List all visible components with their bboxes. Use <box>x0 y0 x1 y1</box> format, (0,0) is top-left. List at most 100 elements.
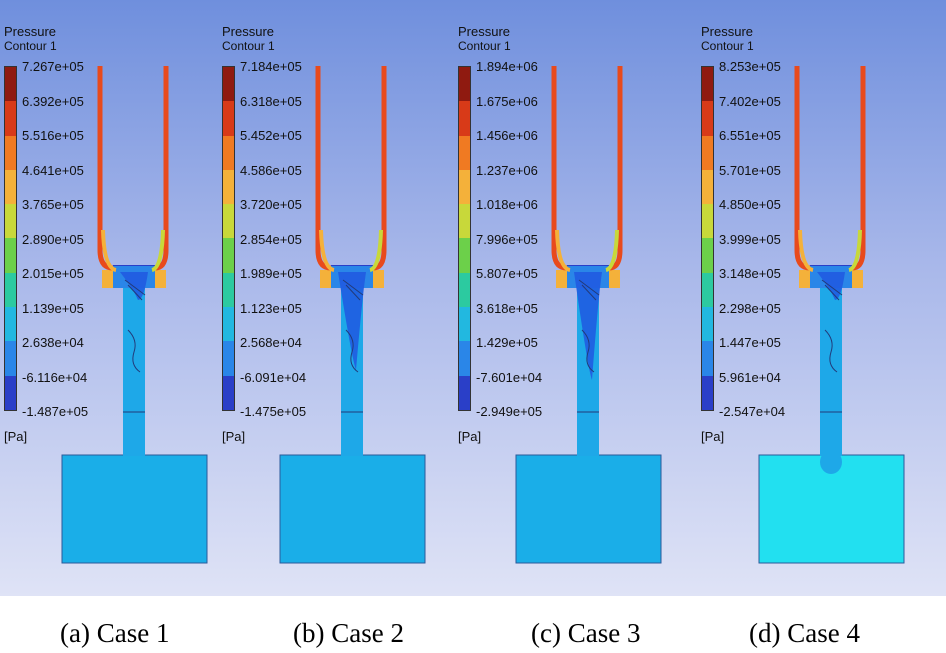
colorbar-tick-label: -2.949e+05 <box>476 404 543 419</box>
colorbar-band <box>702 67 713 102</box>
outlet-pipe <box>123 288 145 456</box>
colorbar-band <box>223 169 234 205</box>
unit-label: [Pa] <box>4 429 28 444</box>
colorbar-band <box>223 307 234 342</box>
colorbar-band <box>702 135 713 170</box>
colorbar-band <box>223 238 234 273</box>
pressure-contour-geometry <box>515 66 662 564</box>
colorbar-tick-label: -1.487e+05 <box>22 404 89 419</box>
colorbar-tick-label: 7.267e+05 <box>22 59 84 74</box>
nozzle-gradient-right <box>605 229 619 272</box>
nozzle-gradient-left <box>101 229 117 272</box>
panel-case-4: Pressure Contour 1 8.253e+05 7.402e+05 6.5… <box>697 0 933 596</box>
colorbar-band <box>702 238 713 273</box>
panel-case-1: Pressure Contour 1 7.267e+05 6.392e+05 5.5… <box>0 0 236 596</box>
colorbar-tick-label: 3.618e+05 <box>476 300 538 316</box>
colorbar-tick-label: 7.996e+05 <box>476 231 538 247</box>
pressure-contour-geometry <box>279 66 426 564</box>
pressure-contour-geometry <box>758 66 905 564</box>
colorbar-tick-label: -6.116e+04 <box>22 369 88 385</box>
colorbar-tick-label: 2.854e+05 <box>240 231 302 247</box>
colorbar-band <box>459 67 470 102</box>
colorbar-tick-label: 2.568e+04 <box>240 335 302 350</box>
colorbar-tick-label: -2.547e+04 <box>719 404 786 419</box>
colorbar <box>701 66 714 411</box>
colorbar-tick-label: 2.638e+04 <box>22 335 84 350</box>
colorbar-tick-label: 7.402e+05 <box>719 93 781 109</box>
colorbar-band <box>702 341 713 376</box>
legend-subtitle: Contour 1 <box>701 39 754 53</box>
colorbar-tick-label: 6.392e+05 <box>22 93 84 109</box>
colorbar-tick-label: 6.318e+05 <box>240 93 302 109</box>
colorbar-band <box>5 135 16 170</box>
low-pressure-core <box>817 272 845 300</box>
colorbar-tick-label: 5.961e+04 <box>719 369 781 385</box>
colorbar-tick-label: -7.601e+04 <box>476 369 543 385</box>
caption-case-3: (c) Case 3 <box>531 618 641 648</box>
colorbar-band <box>223 375 234 410</box>
colorbar-band <box>5 67 16 102</box>
colorbar-tick-label: 2.890e+05 <box>22 231 84 247</box>
colorbar-band <box>223 135 234 170</box>
colorbar-tick-label: 4.850e+05 <box>719 197 781 212</box>
streamline <box>581 329 595 373</box>
colorbar <box>222 66 235 411</box>
colorbar-tick-label: -6.091e+04 <box>240 369 307 385</box>
colorbar-band <box>702 101 713 136</box>
colorbar-band <box>702 169 713 205</box>
colorbar-tick-label: 7.184e+05 <box>240 59 302 74</box>
colorbar-band <box>459 204 470 239</box>
colorbar-band <box>459 135 470 170</box>
colorbar-tick-label: 5.516e+05 <box>22 128 84 143</box>
colorbar-tick-label: 6.551e+05 <box>719 128 781 143</box>
colorbar-tick-label: 5.452e+05 <box>240 128 302 143</box>
streamline <box>124 279 146 301</box>
nozzle-gradient-left <box>798 229 814 272</box>
colorbar-tick-label: 1.429e+05 <box>476 335 538 350</box>
colorbar-band <box>459 272 470 308</box>
colorbar-band <box>5 375 16 410</box>
colorbar-band <box>459 307 470 342</box>
colorbar-tick-label: 1.018e+06 <box>476 197 538 212</box>
colorbar-tick-label: 1.894e+06 <box>476 59 538 74</box>
colorbar-band <box>5 101 16 136</box>
unit-label: [Pa] <box>222 429 246 444</box>
colorbar-band <box>702 272 713 308</box>
colorbar-band <box>223 67 234 102</box>
colorbar-band <box>5 169 16 205</box>
legend-title: Pressure <box>4 24 57 39</box>
colorbar-tick-label: -1.475e+05 <box>240 404 307 419</box>
panel-case-2: Pressure Contour 1 7.184e+05 6.318e+05 5.4… <box>218 0 454 596</box>
legend-subtitle: Contour 1 <box>222 39 275 53</box>
nozzle-gradient-right <box>151 229 165 272</box>
colorbar-tick-label: 1.123e+05 <box>240 300 302 316</box>
colorbar-band <box>5 204 16 239</box>
outlet-bulge <box>820 450 842 474</box>
colorbar-tick-label: 4.641e+05 <box>22 162 84 178</box>
colorbar-tick-label: 3.765e+05 <box>22 197 84 212</box>
colorbar-band <box>5 238 16 273</box>
nozzle-gradient-right <box>369 229 383 272</box>
colorbar-tick-label: 3.999e+05 <box>719 231 781 247</box>
colorbar-band <box>5 272 16 308</box>
legend-title: Pressure <box>701 24 754 39</box>
colorbar-band <box>702 375 713 410</box>
colorbar-band <box>459 169 470 205</box>
colorbar-band <box>459 238 470 273</box>
colorbar-tick-label: 8.253e+05 <box>719 59 781 74</box>
colorbar-tick-label: 3.148e+05 <box>719 266 781 281</box>
colorbar-band <box>702 307 713 342</box>
streamline <box>824 329 838 373</box>
legend-title: Pressure <box>458 24 511 39</box>
legend-subtitle: Contour 1 <box>4 39 57 53</box>
colorbar-tick-label: 5.807e+05 <box>476 266 538 281</box>
colorbar-tick-label: 1.989e+05 <box>240 266 302 281</box>
colorbar-band <box>223 341 234 376</box>
nozzle-gradient-right <box>848 229 862 272</box>
colorbar-band <box>223 204 234 239</box>
legend-subtitle: Contour 1 <box>458 39 511 53</box>
colorbar-tick-label: 3.720e+05 <box>240 197 302 212</box>
pressure-contour-geometry <box>61 66 208 564</box>
legend-title: Pressure <box>222 24 275 39</box>
streamline <box>342 279 364 301</box>
